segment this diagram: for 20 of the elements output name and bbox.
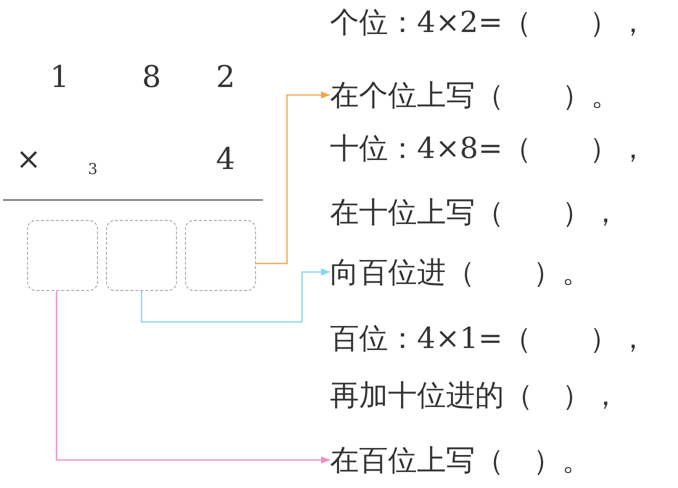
instruction-text: 百位：4×1=（ ），	[330, 321, 648, 355]
digit: 1	[50, 60, 70, 95]
digit: 8	[142, 60, 162, 95]
instruction-text: 再加十位进的（ ），	[330, 378, 620, 412]
arrow	[256, 91, 330, 264]
digit: 4	[216, 142, 236, 177]
answer-box	[185, 220, 256, 291]
instruction-text: 个位：4×2=（ ），	[330, 5, 648, 39]
instruction-text: 十位：4×8=（ ），	[330, 131, 648, 165]
arrow	[56, 291, 330, 464]
digit: ×	[16, 142, 42, 177]
answer-box	[27, 220, 98, 291]
answer-box	[106, 220, 177, 291]
arrow	[140, 268, 330, 323]
instruction-text: 向百位进（ ）。	[330, 255, 591, 289]
instruction-text: 在百位上写（ ）。	[330, 443, 591, 477]
instruction-text: 在十位上写（ ），	[330, 195, 620, 229]
carry-digit: 3	[88, 160, 98, 178]
instruction-text: 在个位上写（ ）。	[330, 78, 620, 112]
digit: 2	[216, 60, 236, 95]
